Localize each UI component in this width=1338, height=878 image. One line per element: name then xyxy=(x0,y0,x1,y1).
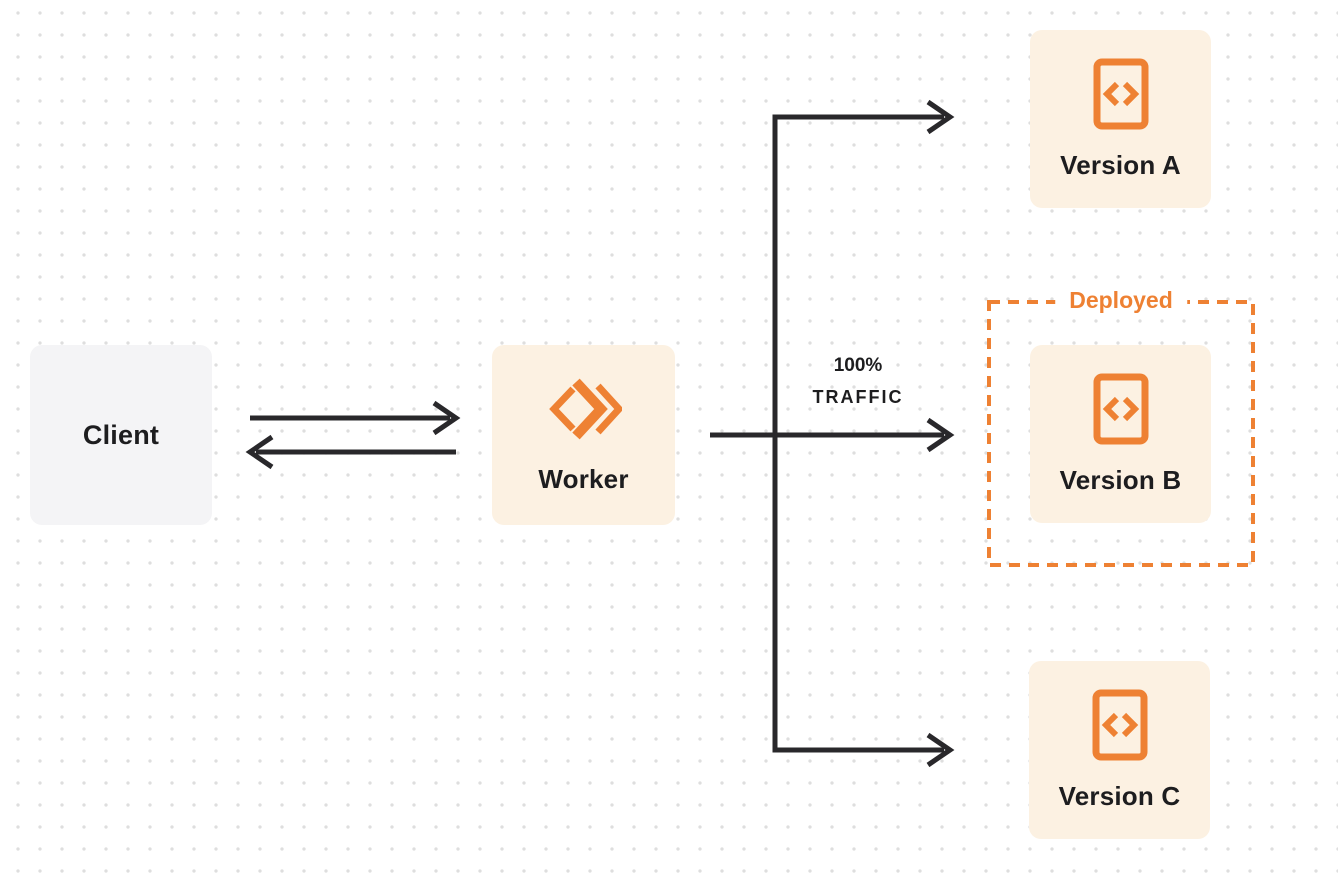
code-file-icon xyxy=(1093,58,1149,130)
version-b-label: Version B xyxy=(1059,464,1182,495)
arrowhead-client-to-worker xyxy=(432,400,461,436)
client-label: Client xyxy=(82,419,160,450)
arrowhead-version-a xyxy=(926,99,955,135)
version-a-node: Version A xyxy=(1030,30,1211,208)
arrowhead-version-c xyxy=(926,732,955,768)
arrowhead-version-b xyxy=(926,417,955,453)
client-node: Client xyxy=(30,345,212,525)
version-b-node: Version B xyxy=(1030,345,1211,523)
traffic-label: 100% TRAFFIC xyxy=(788,351,928,413)
cloudflare-workers-icon xyxy=(546,376,624,442)
code-file-icon xyxy=(1092,689,1148,761)
version-c-label: Version C xyxy=(1058,780,1181,811)
version-a-label: Version A xyxy=(1060,149,1181,180)
arrowhead-worker-to-client xyxy=(245,434,274,470)
deployed-label: Deployed xyxy=(1055,285,1187,315)
traffic-word: TRAFFIC xyxy=(812,387,904,407)
version-c-node: Version C xyxy=(1029,661,1210,839)
traffic-percentage: 100% xyxy=(833,355,883,376)
code-file-icon xyxy=(1093,373,1149,445)
worker-node: Worker xyxy=(492,345,675,525)
worker-label: Worker xyxy=(538,463,629,494)
